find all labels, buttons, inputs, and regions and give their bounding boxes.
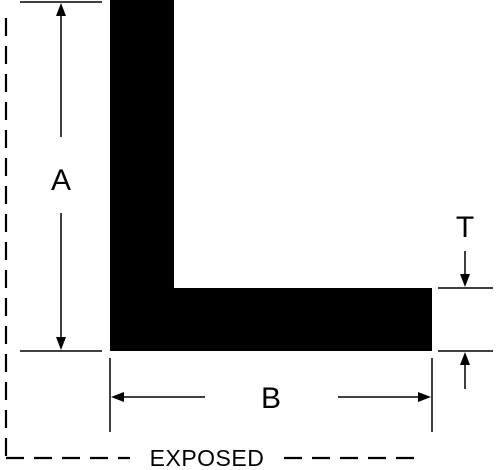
dimension-b-arrowhead-right xyxy=(418,392,431,402)
dimension-b-arrowhead-left xyxy=(111,392,124,402)
dimension-t-arrowhead-bottom xyxy=(460,352,470,365)
angle-profile-shape xyxy=(110,0,432,351)
dimension-b-label: B xyxy=(261,382,281,415)
dimension-a-arrowhead-top xyxy=(56,3,66,16)
dimension-t-arrowhead-top xyxy=(460,274,470,287)
dimension-t-label: T xyxy=(456,211,474,244)
exposed-outline: EXPOSED xyxy=(4,18,420,470)
dimension-a-arrowhead-bottom xyxy=(56,337,66,350)
dimension-b: B xyxy=(109,358,433,432)
dimension-a: A xyxy=(20,1,102,352)
dimension-t: T xyxy=(438,211,493,389)
exposed-label: EXPOSED xyxy=(150,445,265,470)
dimension-a-label: A xyxy=(51,164,71,197)
